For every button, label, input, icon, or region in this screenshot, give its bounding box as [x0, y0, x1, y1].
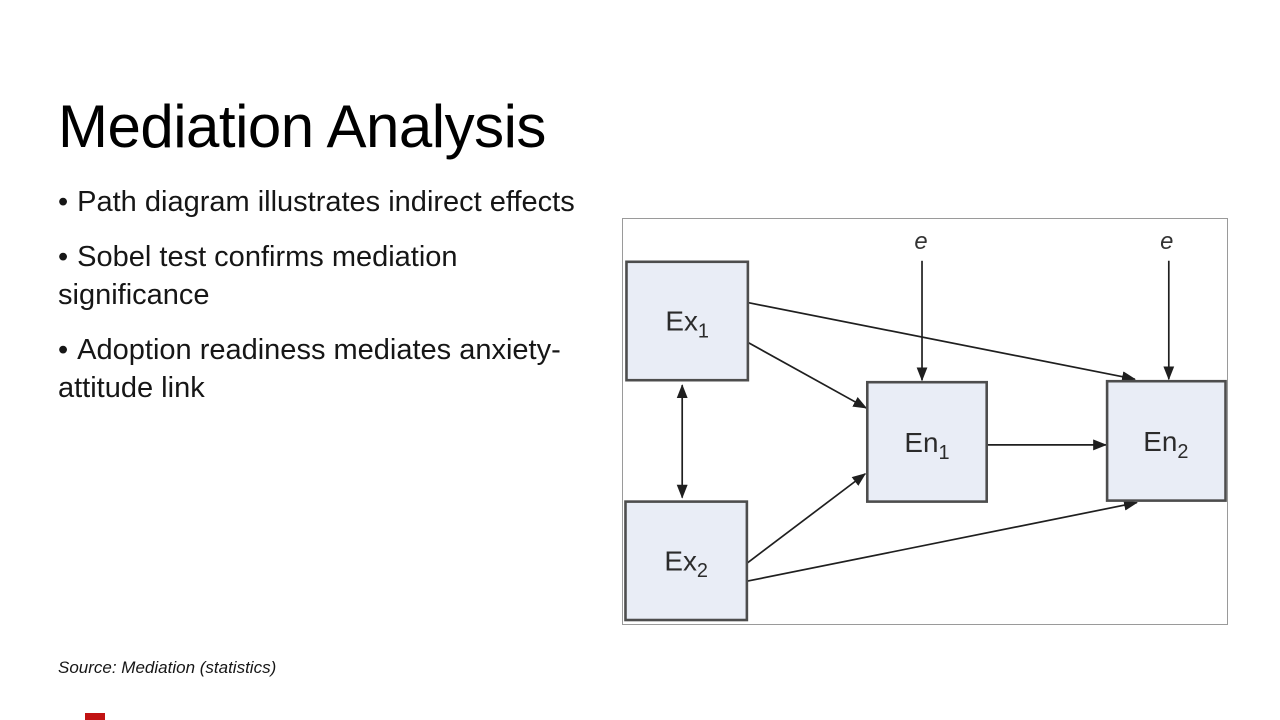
node-en2-box — [1105, 379, 1227, 502]
node-en2-label: En2 — [1143, 426, 1188, 463]
node-ex1-box — [625, 260, 750, 382]
slide-accent-bar — [85, 713, 105, 720]
node-ex2-box — [624, 500, 749, 622]
path-diagram-svg: Ex1 Ex2 En1 En2 e e — [624, 228, 1227, 622]
edge-ex2-to-en2 — [746, 499, 1138, 583]
bullet-text: Adoption readiness mediates anxiety-atti… — [58, 334, 561, 404]
path-diagram-figure: Ex1 Ex2 En1 En2 e e — [622, 218, 1228, 625]
bullet-marker: • — [58, 186, 69, 218]
source-caption: Source: Mediation (statistics) — [58, 658, 277, 677]
node-en1-box — [865, 380, 988, 503]
bullet-text: Sobel test confirms mediation significan… — [58, 241, 458, 311]
bullet-item: •Adoption readiness mediates anxiety-att… — [58, 331, 588, 407]
edge-ex1-to-en2 — [747, 301, 1136, 383]
node-ex1-label: Ex1 — [665, 305, 709, 342]
bullet-text: Path diagram illustrates indirect effect… — [77, 186, 575, 218]
page-title: Mediation Analysis — [58, 93, 546, 161]
bullet-item: •Path diagram illustrates indirect effec… — [58, 183, 588, 221]
node-ex2-label: Ex2 — [664, 545, 708, 582]
bullet-marker: • — [58, 334, 69, 366]
node-en1-label: En1 — [904, 427, 949, 464]
bullet-list: •Path diagram illustrates indirect effec… — [58, 183, 588, 424]
edge-ex1-to-en1 — [747, 341, 868, 409]
error-term-label-en2: e — [1160, 228, 1173, 255]
error-term-label-en1: e — [914, 228, 927, 255]
bullet-marker: • — [58, 241, 69, 273]
bullet-item: •Sobel test confirms mediation significa… — [58, 238, 588, 314]
edge-ex2-to-en1 — [746, 473, 867, 564]
